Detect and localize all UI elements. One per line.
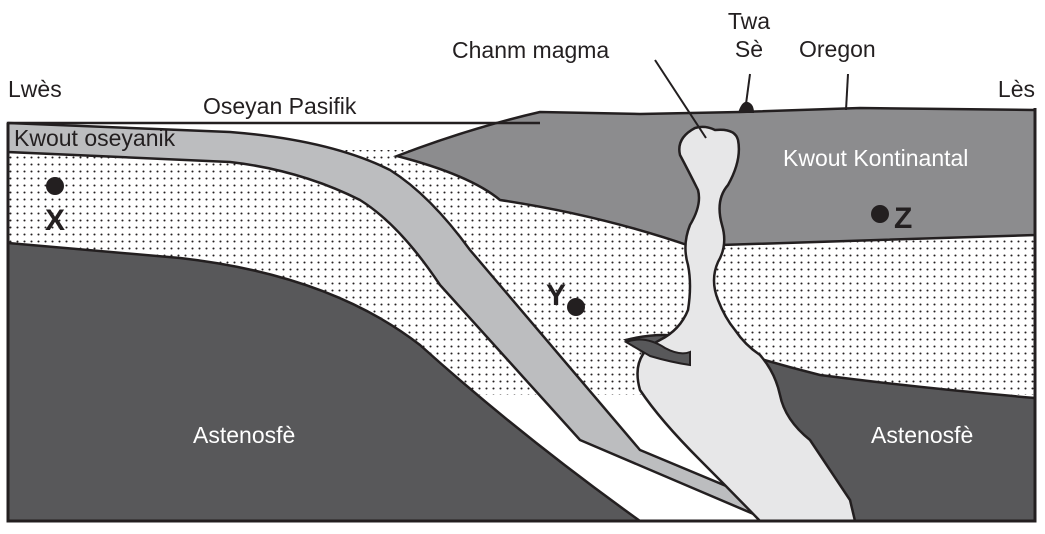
label-three-sisters-1: Twa [728,8,770,34]
label-asthenosphere-left: Astenosfè [193,422,295,448]
label-oceanic-crust: Kwout oseyanik [14,125,176,151]
leader-oregon [846,74,848,110]
label-asthenosphere-right: Astenosfè [871,422,973,448]
label-pacific-ocean: Oseyan Pasifik [203,93,357,119]
label-point-z: Z [894,202,912,235]
label-continental-crust: Kwout Kontinantal [783,145,968,171]
label-west: Lwès [8,76,62,102]
label-magma-chamber: Chanm magma [452,37,609,63]
label-east: Lès [998,76,1035,102]
leader-three-sisters [746,74,750,104]
label-three-sisters-2: Sè [735,36,763,62]
point-z-marker [871,205,889,223]
label-oregon: Oregon [799,36,876,62]
point-y-marker [567,298,585,316]
point-x-marker [46,177,64,195]
label-point-y: Y [546,279,566,312]
label-point-x: X [45,204,65,237]
